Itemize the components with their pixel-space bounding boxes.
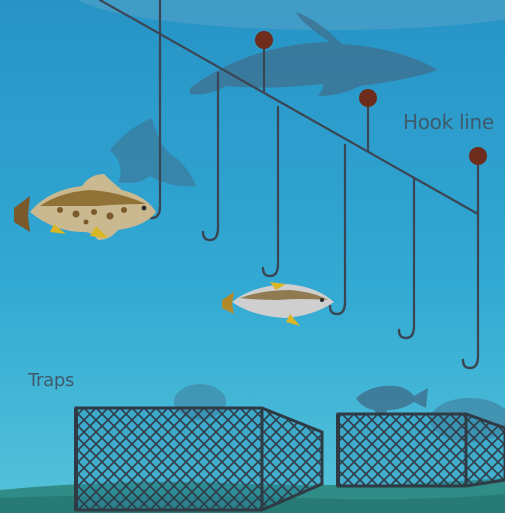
buoy-ball-icon xyxy=(359,89,377,107)
buoy-ball-icon xyxy=(469,147,487,165)
traps-label: Traps xyxy=(28,370,74,391)
net-trap-icon xyxy=(338,414,505,486)
net-trap-icon xyxy=(76,408,322,510)
buoy-ball-icon xyxy=(255,31,273,49)
hook-line-label: Hook line xyxy=(403,110,494,134)
